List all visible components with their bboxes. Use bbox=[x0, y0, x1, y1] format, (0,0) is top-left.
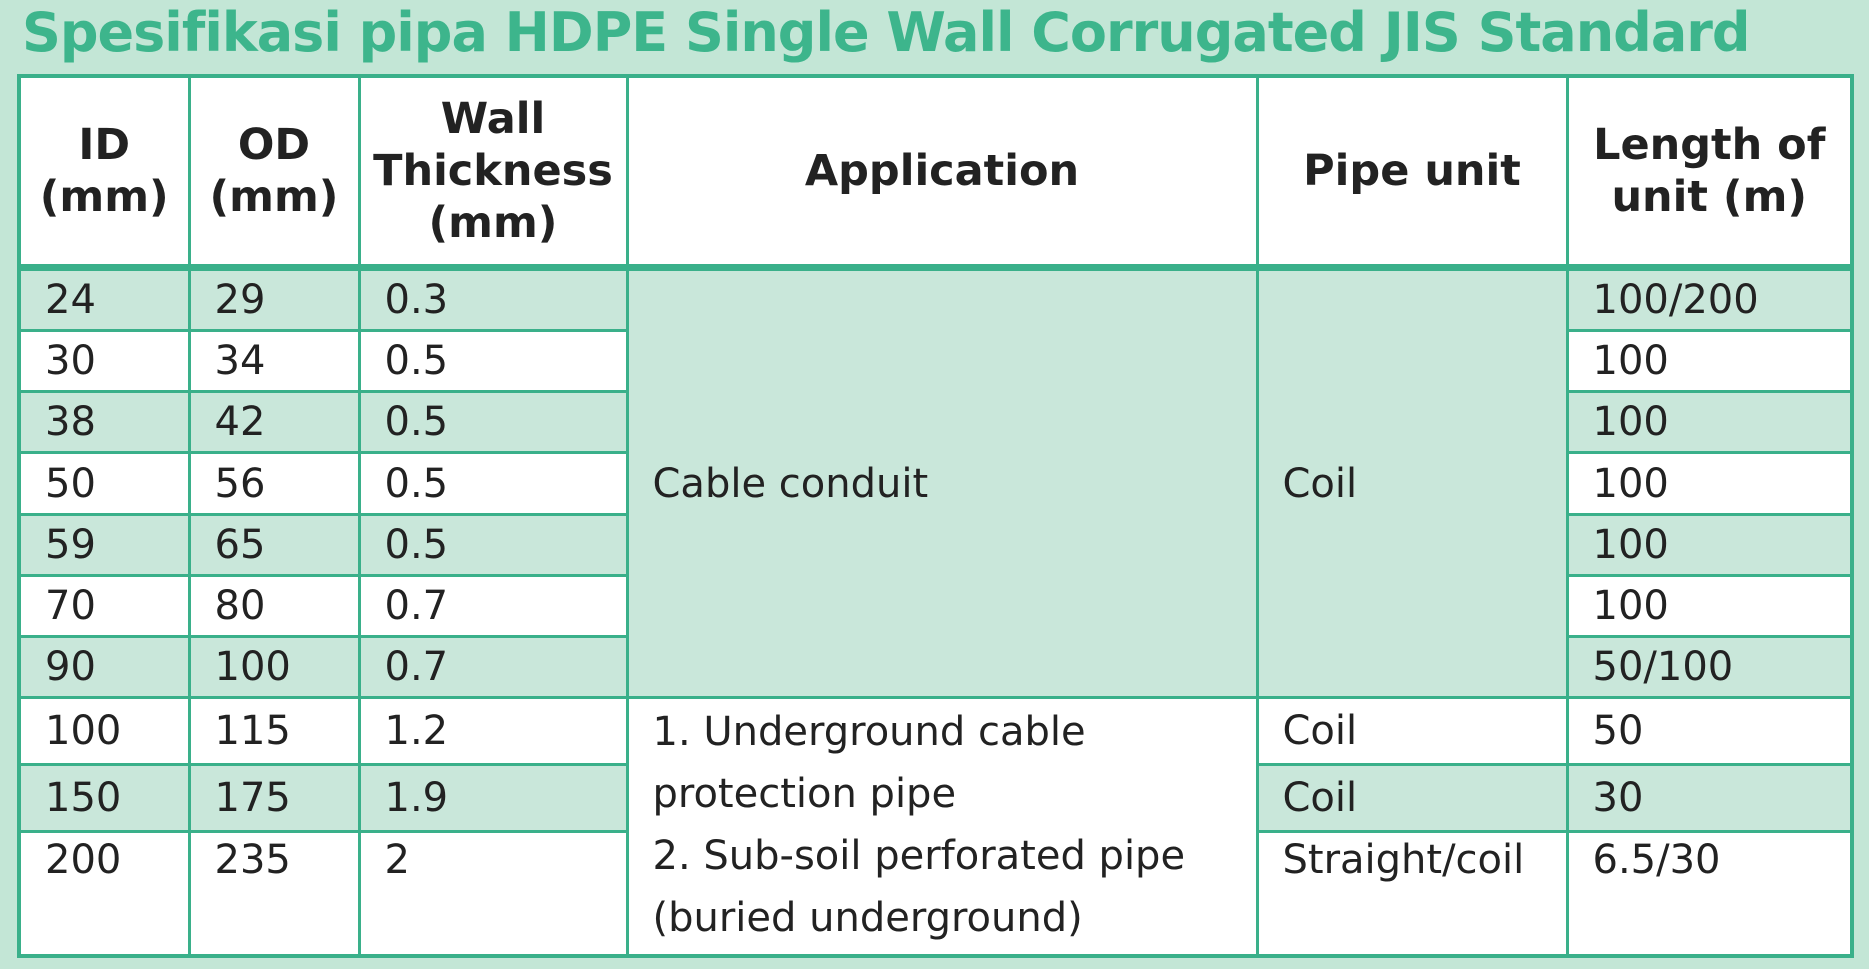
cell-length: 50/100 bbox=[1565, 634, 1854, 700]
cell-length: 100 bbox=[1565, 390, 1854, 455]
cell-pipe-unit: Straight/coil bbox=[1255, 829, 1569, 958]
cell-application-cable-conduit: Cable conduit bbox=[625, 265, 1259, 700]
cell-id: 150 bbox=[17, 762, 191, 833]
cell-od: 34 bbox=[187, 329, 361, 394]
table-row: 50 56 0.5 100 bbox=[17, 451, 1854, 516]
table-row: 59 65 0.5 100 bbox=[17, 512, 1854, 577]
cell-od: 65 bbox=[187, 512, 361, 577]
cell-length: 6.5/30 bbox=[1565, 829, 1854, 958]
cell-wall: 0.5 bbox=[357, 512, 629, 577]
cell-wall: 1.9 bbox=[357, 762, 629, 833]
table-row: 30 34 0.5 100 bbox=[17, 329, 1854, 394]
cell-id: 200 bbox=[17, 829, 191, 958]
cell-od: 80 bbox=[187, 573, 361, 638]
cell-length: 50 bbox=[1565, 696, 1854, 766]
cell-wall: 0.3 bbox=[357, 265, 629, 333]
cell-length: 100 bbox=[1565, 573, 1854, 638]
header-od: OD (mm) bbox=[187, 74, 361, 269]
cell-id: 30 bbox=[17, 329, 191, 394]
cell-od: 235 bbox=[187, 829, 361, 958]
cell-id: 70 bbox=[17, 573, 191, 638]
cell-pipe-unit-coil: Coil bbox=[1255, 265, 1569, 700]
header-id: ID (mm) bbox=[17, 74, 191, 269]
table-body: 24 29 0.3 Cable conduit Coil 100/200 30 … bbox=[17, 265, 1854, 958]
cell-id: 90 bbox=[17, 634, 191, 700]
cell-wall: 0.7 bbox=[357, 573, 629, 638]
cell-length: 100 bbox=[1565, 512, 1854, 577]
cell-od: 29 bbox=[187, 265, 361, 333]
cell-id: 24 bbox=[17, 265, 191, 333]
cell-length: 100/200 bbox=[1565, 265, 1854, 333]
cell-id: 50 bbox=[17, 451, 191, 516]
cell-wall: 0.5 bbox=[357, 390, 629, 455]
table-header: ID (mm) OD (mm) Wall Thickness (mm) Appl… bbox=[17, 74, 1854, 269]
page-title: Spesifikasi pipa HDPE Single Wall Corrug… bbox=[22, 1, 1751, 64]
header-application: Application bbox=[625, 74, 1259, 269]
table-row: 38 42 0.5 100 bbox=[17, 390, 1854, 455]
cell-wall: 2 bbox=[357, 829, 629, 958]
cell-id: 100 bbox=[17, 696, 191, 766]
table-row: 150 175 1.9 Coil 30 bbox=[17, 762, 1854, 833]
cell-id: 59 bbox=[17, 512, 191, 577]
cell-application-underground: 1. Underground cable protection pipe 2. … bbox=[625, 696, 1259, 958]
header-row: ID (mm) OD (mm) Wall Thickness (mm) Appl… bbox=[17, 74, 1854, 269]
table-row: 100 115 1.2 1. Underground cable protect… bbox=[17, 696, 1854, 958]
header-pipe-unit: Pipe unit bbox=[1255, 74, 1569, 269]
table-row: 200 235 2 Straight/coil 6.5/30 bbox=[17, 829, 1854, 958]
cell-wall: 1.2 bbox=[357, 696, 629, 766]
table-row: 70 80 0.7 100 bbox=[17, 573, 1854, 638]
cell-id: 38 bbox=[17, 390, 191, 455]
cell-od: 56 bbox=[187, 451, 361, 516]
header-length-of-unit: Length of unit (m) bbox=[1565, 74, 1854, 269]
cell-wall: 0.5 bbox=[357, 451, 629, 516]
cell-od: 175 bbox=[187, 762, 361, 833]
cell-length: 100 bbox=[1565, 451, 1854, 516]
cell-wall: 0.5 bbox=[357, 329, 629, 394]
table-row: 24 29 0.3 Cable conduit Coil 100/200 bbox=[17, 265, 1854, 700]
cell-pipe-unit: Coil bbox=[1255, 762, 1569, 833]
cell-od: 115 bbox=[187, 696, 361, 766]
cell-length: 100 bbox=[1565, 329, 1854, 394]
cell-length: 30 bbox=[1565, 762, 1854, 833]
cell-pipe-unit: Coil bbox=[1255, 696, 1569, 766]
cell-od: 42 bbox=[187, 390, 361, 455]
cell-wall: 0.7 bbox=[357, 634, 629, 700]
cell-od: 100 bbox=[187, 634, 361, 700]
table-row: 90 100 0.7 50/100 bbox=[17, 634, 1854, 700]
header-wall-thickness: Wall Thickness (mm) bbox=[357, 74, 629, 269]
spec-table: ID (mm) OD (mm) Wall Thickness (mm) Appl… bbox=[17, 74, 1854, 958]
